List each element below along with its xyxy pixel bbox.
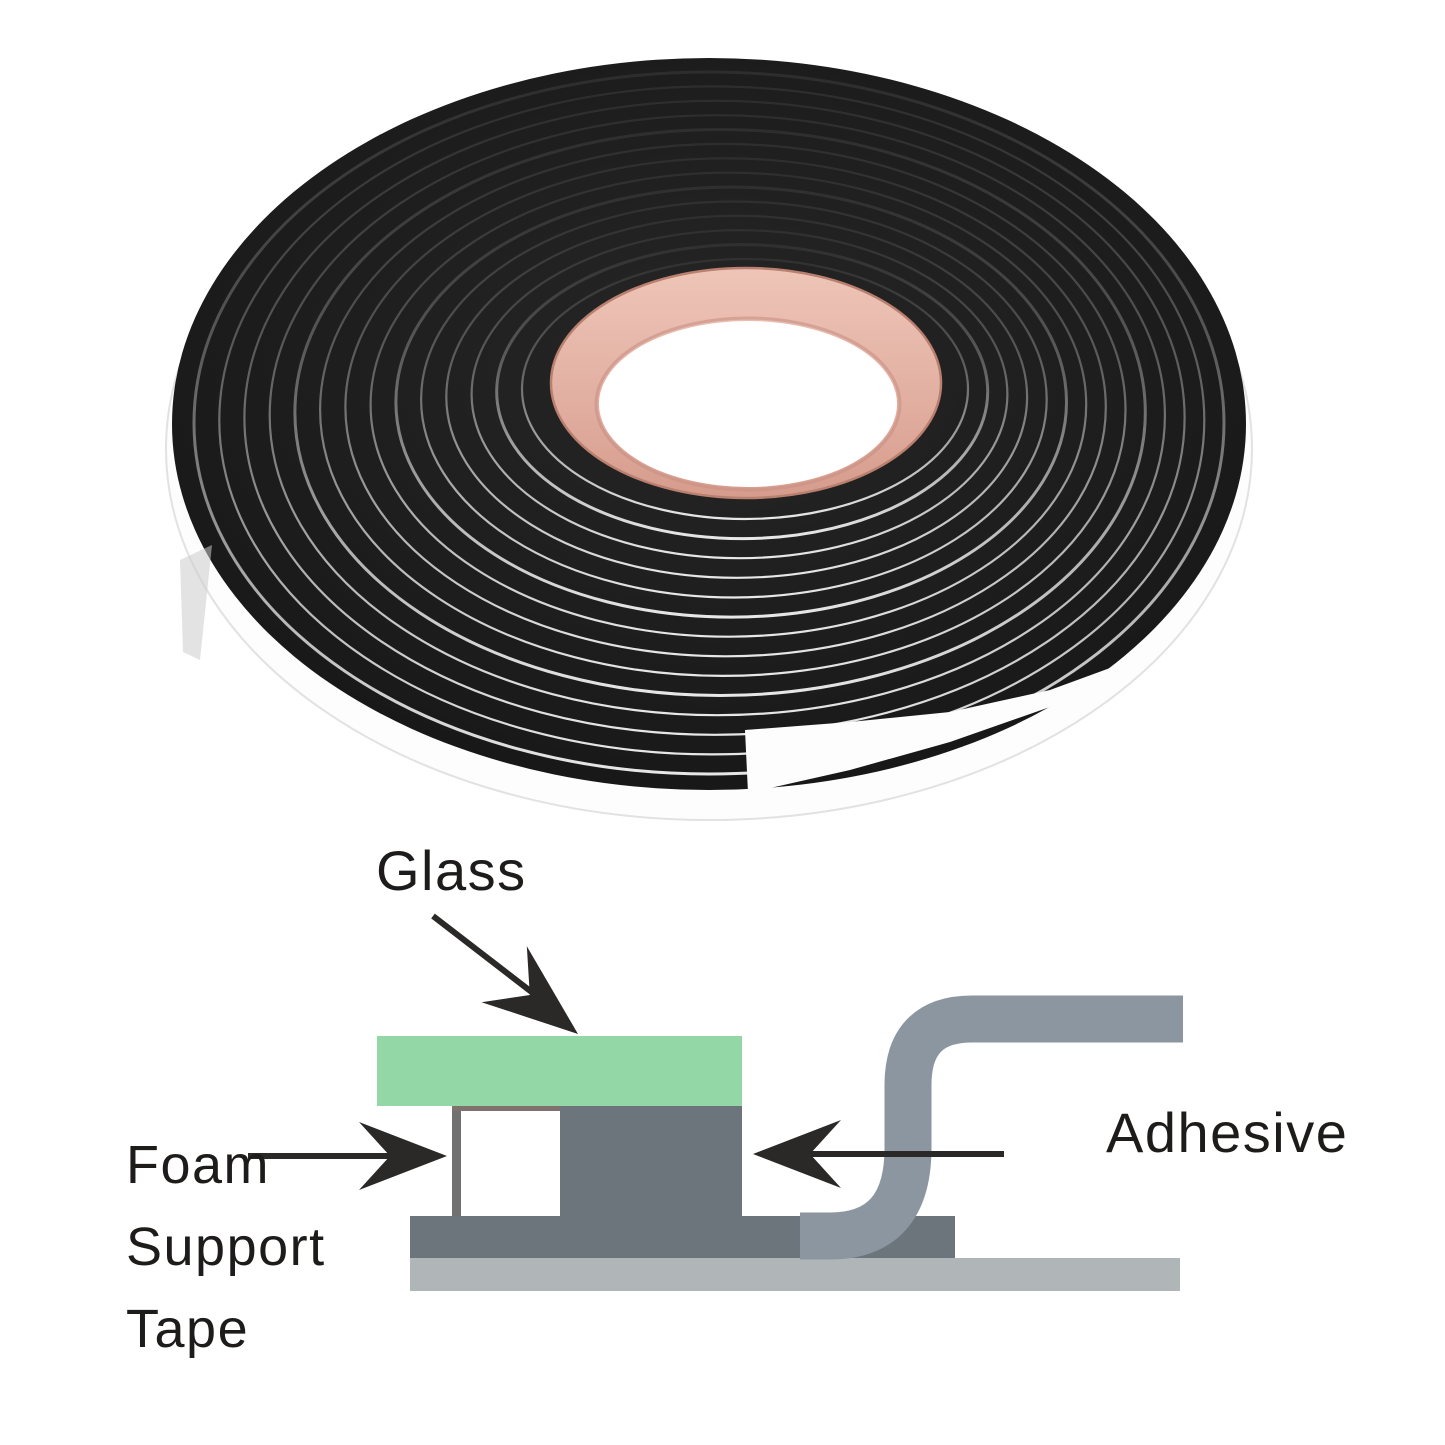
spiral-ring — [394, 185, 1068, 619]
glass-arrow — [431, 913, 578, 1034]
spiral-ring — [293, 128, 1147, 697]
glass-pane — [377, 1036, 742, 1106]
spiral-ring — [243, 99, 1186, 736]
glazing-gap — [461, 1111, 560, 1216]
foam-arrow — [248, 1122, 447, 1190]
spiral-ring — [192, 70, 1226, 776]
lintel-tint — [452, 1105, 560, 1111]
spiral-ring — [495, 243, 990, 541]
liner-step — [745, 668, 1110, 793]
adhesive-label: Adhesive — [1106, 1101, 1349, 1164]
glass-label: Glass — [376, 839, 527, 902]
spiral-ring — [420, 200, 1048, 599]
adhesive-arrow-head — [753, 1120, 841, 1188]
frame-channel — [800, 995, 1183, 1260]
spiral-ring — [445, 214, 1029, 579]
liner-scuff — [180, 545, 212, 660]
roll-spiral-rings — [192, 70, 1226, 776]
spiral-ring — [218, 85, 1206, 756]
core-inner-rim — [594, 316, 902, 492]
cross-section-diagram — [248, 913, 1183, 1291]
glass-arrow-head — [481, 946, 578, 1034]
roll-center-hole — [599, 321, 897, 487]
left-wall-tint — [452, 1111, 461, 1216]
spiral-ring — [318, 142, 1127, 677]
spiral-ring — [268, 114, 1166, 717]
tape-roll-photo — [165, 58, 1253, 821]
spiral-ring — [344, 157, 1107, 658]
foam-support-tape-label: Foam Support Tape — [126, 1135, 326, 1359]
adhesive-arrow — [753, 1120, 1004, 1188]
base-bar-light — [410, 1258, 1180, 1291]
spiral-ring — [470, 229, 1009, 560]
spiral-ring — [369, 171, 1088, 638]
foam-arrow-head — [359, 1122, 447, 1190]
spiral-ring — [520, 257, 970, 521]
